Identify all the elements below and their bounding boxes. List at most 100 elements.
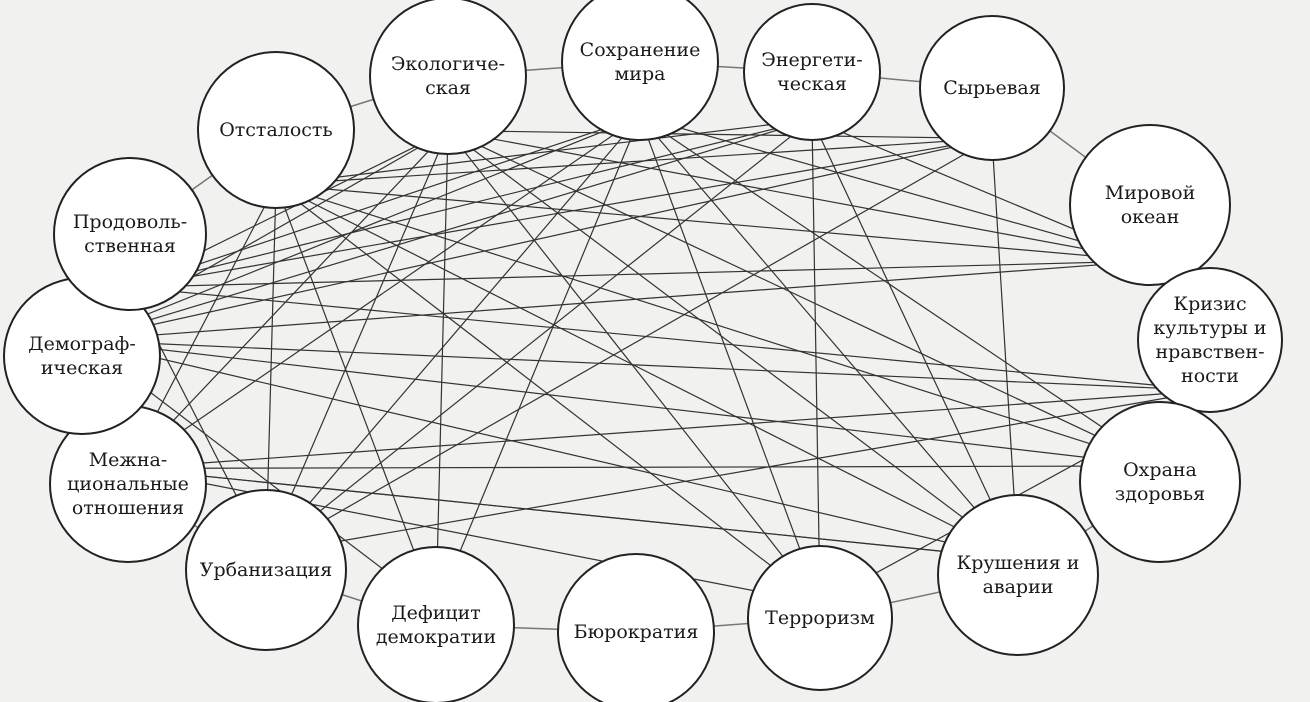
node-circle-urban [185, 489, 347, 651]
edge-raw-backward [275, 137, 993, 186]
edge-preservation_peace-urban [265, 116, 641, 555]
edge-health-demographic [81, 339, 1161, 467]
node-label-food: ственная [84, 235, 176, 257]
node-circle-ecology [369, 0, 527, 155]
node-circle-food [53, 157, 207, 311]
node-label-terrorism: Терроризм [765, 607, 875, 629]
node-label-interethnic: Межна- [89, 449, 168, 471]
edge-health-ecology [447, 130, 1161, 467]
edge-preservation_peace-democracy [435, 116, 641, 610]
node-label-culture: нравствен- [1155, 341, 1264, 363]
edge-energy-crashes [811, 119, 1019, 560]
edge-democracy-ecology [435, 130, 449, 610]
edge-terrorism-ecology [447, 130, 821, 604]
node-label-bureaucracy: Бюрократия [574, 621, 699, 643]
node-label-health: здоровья [1115, 483, 1205, 505]
edge-terrorism-interethnic [127, 467, 821, 605]
node-label-culture: ности [1181, 365, 1239, 387]
node-label-interethnic: циональные [67, 473, 189, 495]
node-food: Продоволь-ственная [53, 157, 207, 311]
edge-ocean-ecology [447, 130, 1151, 262]
edge-interethnic-ecology [127, 130, 449, 469]
edge-preservation_peace-terrorism [639, 116, 821, 604]
edge-ocean-food [129, 260, 1151, 288]
edge-energy-demographic [81, 119, 813, 341]
node-label-food: Продоволь- [73, 211, 187, 233]
node-label-preservation_peace: Сохранение [580, 39, 701, 61]
node-label-culture: культуры и [1153, 317, 1266, 339]
edge-energy-urban [265, 119, 813, 555]
node-label-energy: ческая [777, 73, 847, 95]
node-label-urban: Урбанизация [200, 559, 333, 581]
edge-demographic-crashes [81, 339, 1019, 560]
node-label-interethnic: отношения [72, 497, 184, 519]
edge-raw-crashes [991, 138, 1019, 560]
node-energy: Энергети-ческая [743, 3, 881, 141]
node-label-raw: Сырьевая [943, 77, 1040, 99]
edge-urban-raw [265, 137, 993, 555]
edge-terrorism-backward [275, 184, 821, 605]
edge-backward-health [275, 184, 1161, 467]
node-circle-crashes [937, 494, 1099, 656]
edge-preservation_peace-food [129, 116, 641, 288]
edge-culture-demographic [81, 339, 1211, 391]
node-label-culture: Кризис [1173, 293, 1246, 315]
node-circle-energy [743, 3, 881, 141]
node-circle-culture [1137, 267, 1283, 413]
edge-interethnic-crashes [127, 467, 1019, 560]
node-label-ocean: океан [1121, 206, 1180, 228]
edge-ocean-demographic [81, 260, 1151, 341]
node-circle-terrorism [747, 545, 893, 691]
node-circle-ocean [1069, 124, 1231, 286]
edge-energy-food [129, 119, 813, 288]
node-circle-democracy [357, 546, 515, 702]
node-circle-bureaucracy [557, 553, 715, 702]
node-label-preservation_peace: мира [615, 63, 666, 85]
edge-preservation_peace-crashes [639, 116, 1019, 560]
node-label-ocean: Мировой [1105, 182, 1196, 204]
edge-food-culture [129, 286, 1211, 391]
node-label-ecology: Экологиче- [391, 53, 505, 75]
node-bureaucracy: Бюрократия [557, 553, 715, 702]
node-demographic: Демограф-ическая [3, 277, 161, 435]
edge-raw-demographic [81, 137, 993, 341]
node-label-backward: Отсталость [219, 119, 333, 141]
node-label-energy: Энергети- [761, 49, 862, 71]
node-circle-raw [919, 15, 1065, 161]
node-label-crashes: Крушения и [957, 552, 1080, 574]
node-raw: Сырьевая [919, 15, 1065, 161]
node-ecology: Экологиче-ская [369, 0, 527, 155]
edge-energy-terrorism [811, 119, 821, 604]
edge-ocean-backward [275, 184, 1151, 262]
edge-preservation_peace-interethnic [127, 116, 641, 469]
edge-energy-backward [275, 119, 813, 186]
node-circle-health [1079, 401, 1241, 563]
node-urban: Урбанизация [185, 489, 347, 651]
edge-preservation_peace-demographic [81, 116, 641, 341]
edge-preservation_peace-health [639, 116, 1161, 467]
node-label-crashes: аварии [983, 576, 1054, 598]
edge-links [81, 116, 1211, 610]
node-label-democracy: Дефицит [391, 602, 481, 624]
node-terrorism: Терроризм [747, 545, 893, 691]
node-circle-preservation_peace [561, 0, 719, 141]
node-label-demographic: Демограф- [28, 333, 136, 355]
node-label-ecology: ская [425, 77, 471, 99]
edge-crashes-backward [275, 184, 1019, 560]
edge-culture-urban [265, 389, 1211, 555]
node-circle-backward [197, 51, 355, 209]
edge-urban-ecology [265, 130, 449, 555]
node-label-democracy: демократии [376, 626, 496, 648]
node-label-demographic: ическая [41, 357, 123, 379]
edge-democracy-backward [275, 184, 437, 610]
edge-raw-ecology [447, 130, 993, 139]
